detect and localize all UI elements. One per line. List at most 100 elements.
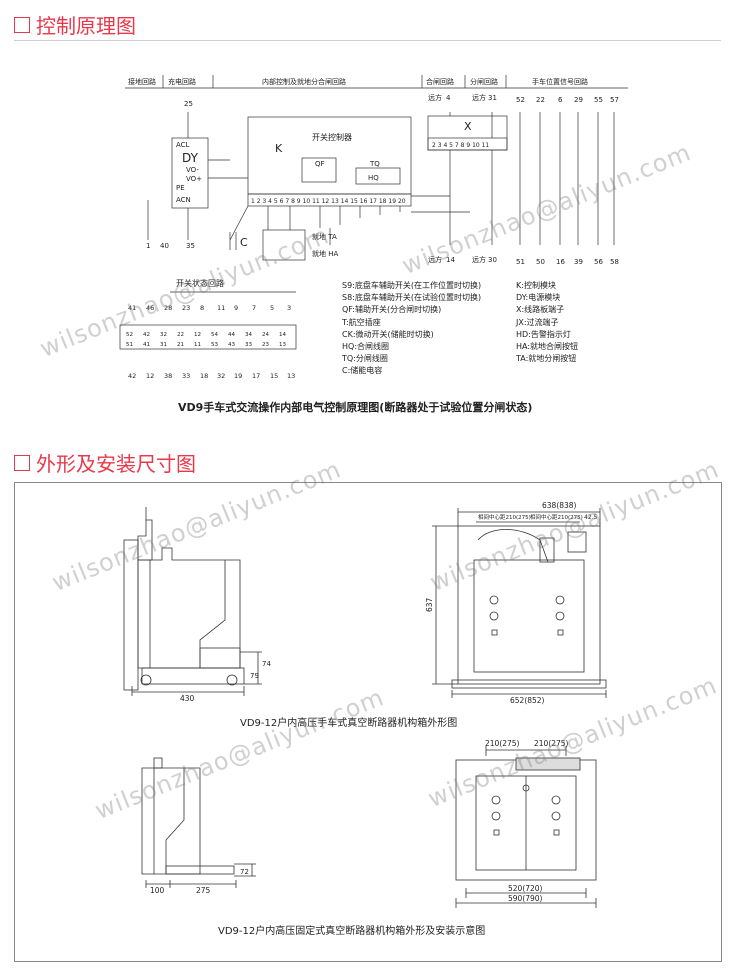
terminal-label: 29: [574, 96, 583, 104]
acl-label: ACL: [176, 141, 190, 149]
state-terminal: 8: [200, 304, 204, 312]
contact-label: 14: [279, 332, 286, 338]
dim-label: 430: [180, 694, 195, 703]
contact-label: 51: [126, 342, 133, 348]
header-position: 手车位置信号回路: [532, 77, 588, 86]
legend-item: TQ:分闸线圈: [342, 354, 388, 364]
dim-label: 275: [196, 886, 211, 895]
contact-label: 23: [262, 342, 269, 348]
vo-plus-label: VO+: [186, 175, 202, 183]
state-terminal: 12: [146, 372, 154, 380]
legend-item: JX:过流端子: [516, 317, 559, 327]
contact-label: 24: [262, 332, 269, 338]
state-terminal: 15: [270, 372, 278, 380]
terminal-label: 25: [184, 100, 193, 108]
state-terminal: 18: [200, 372, 208, 380]
state-terminal: 19: [234, 372, 242, 380]
schematic-caption: VD9手车式交流操作内部电气控制原理图(断路器处于试验位置分闸状态): [178, 401, 533, 414]
state-terminal: 23: [182, 304, 190, 312]
dimension-frame: [14, 482, 722, 962]
state-terminal: 32: [217, 372, 225, 380]
dims-caption-2: VD9-12户内高压固定式真空断路器机构箱外形及安装示意图: [218, 926, 486, 937]
contact-label: 34: [245, 332, 252, 338]
dim-label: 590(790): [508, 894, 543, 903]
state-terminal: 33: [182, 372, 190, 380]
contact-label: 42: [143, 332, 150, 338]
contact-label: 53: [211, 342, 218, 348]
contact-label: 12: [194, 332, 201, 338]
controller-label: 开关控制器: [312, 132, 352, 142]
terminal-label: 55: [594, 96, 603, 104]
dim-label: 638(838): [542, 501, 577, 510]
header-opening: 分闸回路: [470, 77, 498, 86]
legend-right: K:控制模块 DY:电源模块 X:线路板端子 JX:过流端子 HD:告警指示灯 …: [516, 280, 578, 365]
section-divider: [14, 40, 721, 41]
vo-minus-label: VO-: [186, 166, 199, 174]
dim-label: 72: [240, 868, 249, 876]
contact-label: 11: [194, 342, 201, 348]
state-circuit-label: 开关状态回路: [176, 278, 224, 288]
legend-item: QF:辅助开关(分合闸时切换): [342, 305, 442, 315]
dim-label: 100: [150, 886, 165, 895]
dims-section-title: 外形及安装尺寸图: [14, 448, 196, 477]
remote-label: 远方: [472, 93, 486, 102]
contact-label: 52: [126, 332, 133, 338]
legend-item: TA:就地分闸按钮: [516, 354, 577, 364]
header-internal: 内部控制及就地分合闸回路: [262, 77, 346, 86]
dim-label: 74: [262, 660, 271, 668]
k-label: K: [275, 142, 283, 155]
state-terminal: 41: [128, 304, 136, 312]
state-terminal: 7: [252, 304, 256, 312]
dim-label: 79: [250, 672, 259, 680]
legend-left: S9:底盘车辅助开关(在工作位置时切换) S8:底盘车辅助开关(在试验位置时切换…: [342, 280, 481, 378]
dim-label: 520(720): [508, 884, 543, 893]
dim-label: 相间中心距210(275): [478, 513, 531, 521]
dim-label: 210(275): [534, 739, 569, 748]
legend-item: HA:就地合闸按钮: [516, 342, 579, 352]
terminal-label: 4: [446, 94, 451, 102]
c-label: C: [240, 236, 248, 249]
x-strip: 2 3 4 5 7 8 9 10 11: [432, 142, 489, 149]
terminal-label: 50: [536, 258, 545, 266]
remote-label: 远方: [428, 255, 442, 264]
legend-item: S9:底盘车辅助开关(在工作位置时切换): [342, 281, 482, 290]
contact-label: 54: [211, 332, 218, 338]
legend-item: CK:微动开关(储能时切换): [342, 329, 434, 339]
dims-caption-1: VD9-12户内高压手车式真空断路器机构箱外形图: [240, 718, 458, 729]
contact-label: 13: [279, 342, 286, 348]
contact-label: 22: [177, 332, 184, 338]
ha-label: 就地 HA: [312, 249, 338, 258]
checkbox-square-icon: [14, 16, 30, 33]
terminal-label: 22: [536, 96, 545, 104]
legend-item: T:航空插座: [342, 317, 381, 327]
remote-label: 远方: [428, 93, 442, 102]
contact-label: 41: [143, 342, 150, 348]
hq-label: HQ: [368, 174, 379, 182]
state-terminal: 42: [128, 372, 136, 380]
terminal-label: 56: [594, 258, 603, 266]
contact-label: 44: [228, 332, 235, 338]
contact-label: 32: [160, 332, 167, 338]
legend-item: HQ:合闸线圈: [342, 342, 390, 352]
contact-label: 33: [245, 342, 252, 348]
contact-label: 43: [228, 342, 235, 348]
acn-label: ACN: [176, 196, 191, 204]
dim-label: 210(275): [485, 739, 520, 748]
legend-item: S8:底盘车辅助开关(在试验位置时切换): [342, 293, 482, 303]
contact-label: 31: [160, 342, 167, 348]
dim-label: 637: [425, 597, 434, 612]
state-terminal: 28: [164, 304, 172, 312]
state-terminal: 38: [164, 372, 172, 380]
terminal-strip: 1 2 3 4 5 6 7 8 9 10 11 12 13 14 15 16 1…: [251, 198, 406, 205]
tq-label: TQ: [369, 160, 380, 168]
state-terminal: 9: [234, 304, 238, 312]
remote-label: 远方: [472, 255, 486, 264]
state-terminal: 11: [217, 304, 225, 312]
dim-label: 相间中心距210(275): [530, 513, 583, 521]
state-terminal: 46: [146, 304, 154, 312]
state-terminal: 5: [270, 304, 274, 312]
terminal-label: 57: [610, 96, 619, 104]
dim-label: 652(852): [510, 696, 545, 705]
legend-item: X:线路板端子: [516, 305, 565, 315]
